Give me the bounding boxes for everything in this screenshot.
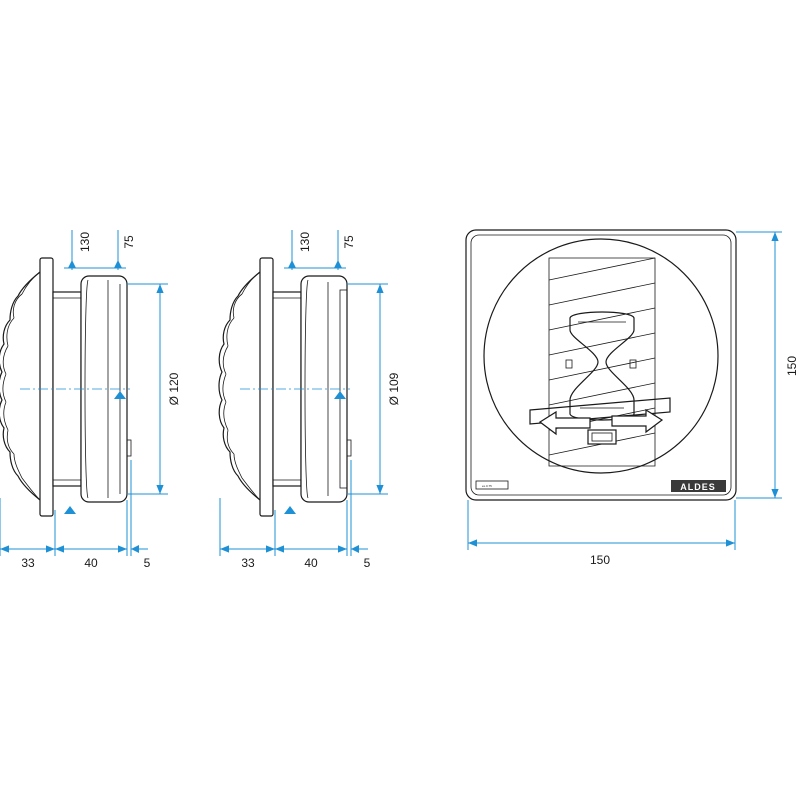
side-view-1: 130 75 Ø 120 33 40 5 xyxy=(0,230,181,570)
brand-badge xyxy=(671,480,726,492)
brand-logo: ALDES xyxy=(680,482,716,492)
dim-130: 130 xyxy=(298,232,312,252)
dim-5: 5 xyxy=(364,556,371,570)
dim-40: 40 xyxy=(304,556,318,570)
label-plate-text: ex.0.75 xyxy=(482,484,492,488)
dim-75: 75 xyxy=(342,235,356,249)
dim-width: 150 xyxy=(590,553,610,567)
flange xyxy=(39,257,54,517)
side-view-2: 130 75 Ø 109 33 40 5 xyxy=(218,230,401,570)
dim-33: 33 xyxy=(241,556,255,570)
dim-5: 5 xyxy=(144,556,151,570)
grille-circle xyxy=(483,238,719,474)
dim-130: 130 xyxy=(78,232,92,252)
louver-panel xyxy=(548,257,656,467)
dim-33: 33 xyxy=(21,556,35,570)
dim-40: 40 xyxy=(84,556,98,570)
front-view: ex.0.75 ALDES 150 150 xyxy=(465,229,799,567)
flange xyxy=(259,257,274,517)
dim-diameter: Ø 109 xyxy=(387,372,401,405)
front-plate-outer xyxy=(465,229,737,501)
dim-75: 75 xyxy=(122,235,136,249)
front-plate-inner xyxy=(470,234,732,496)
dim-diameter: Ø 120 xyxy=(167,372,181,405)
hourglass-icon xyxy=(565,311,637,421)
label-plate xyxy=(475,480,509,490)
grille-scallops xyxy=(0,271,41,501)
rotation-arrows-icon xyxy=(529,397,671,445)
grille-scallops xyxy=(218,271,261,501)
dim-height: 150 xyxy=(785,356,799,376)
